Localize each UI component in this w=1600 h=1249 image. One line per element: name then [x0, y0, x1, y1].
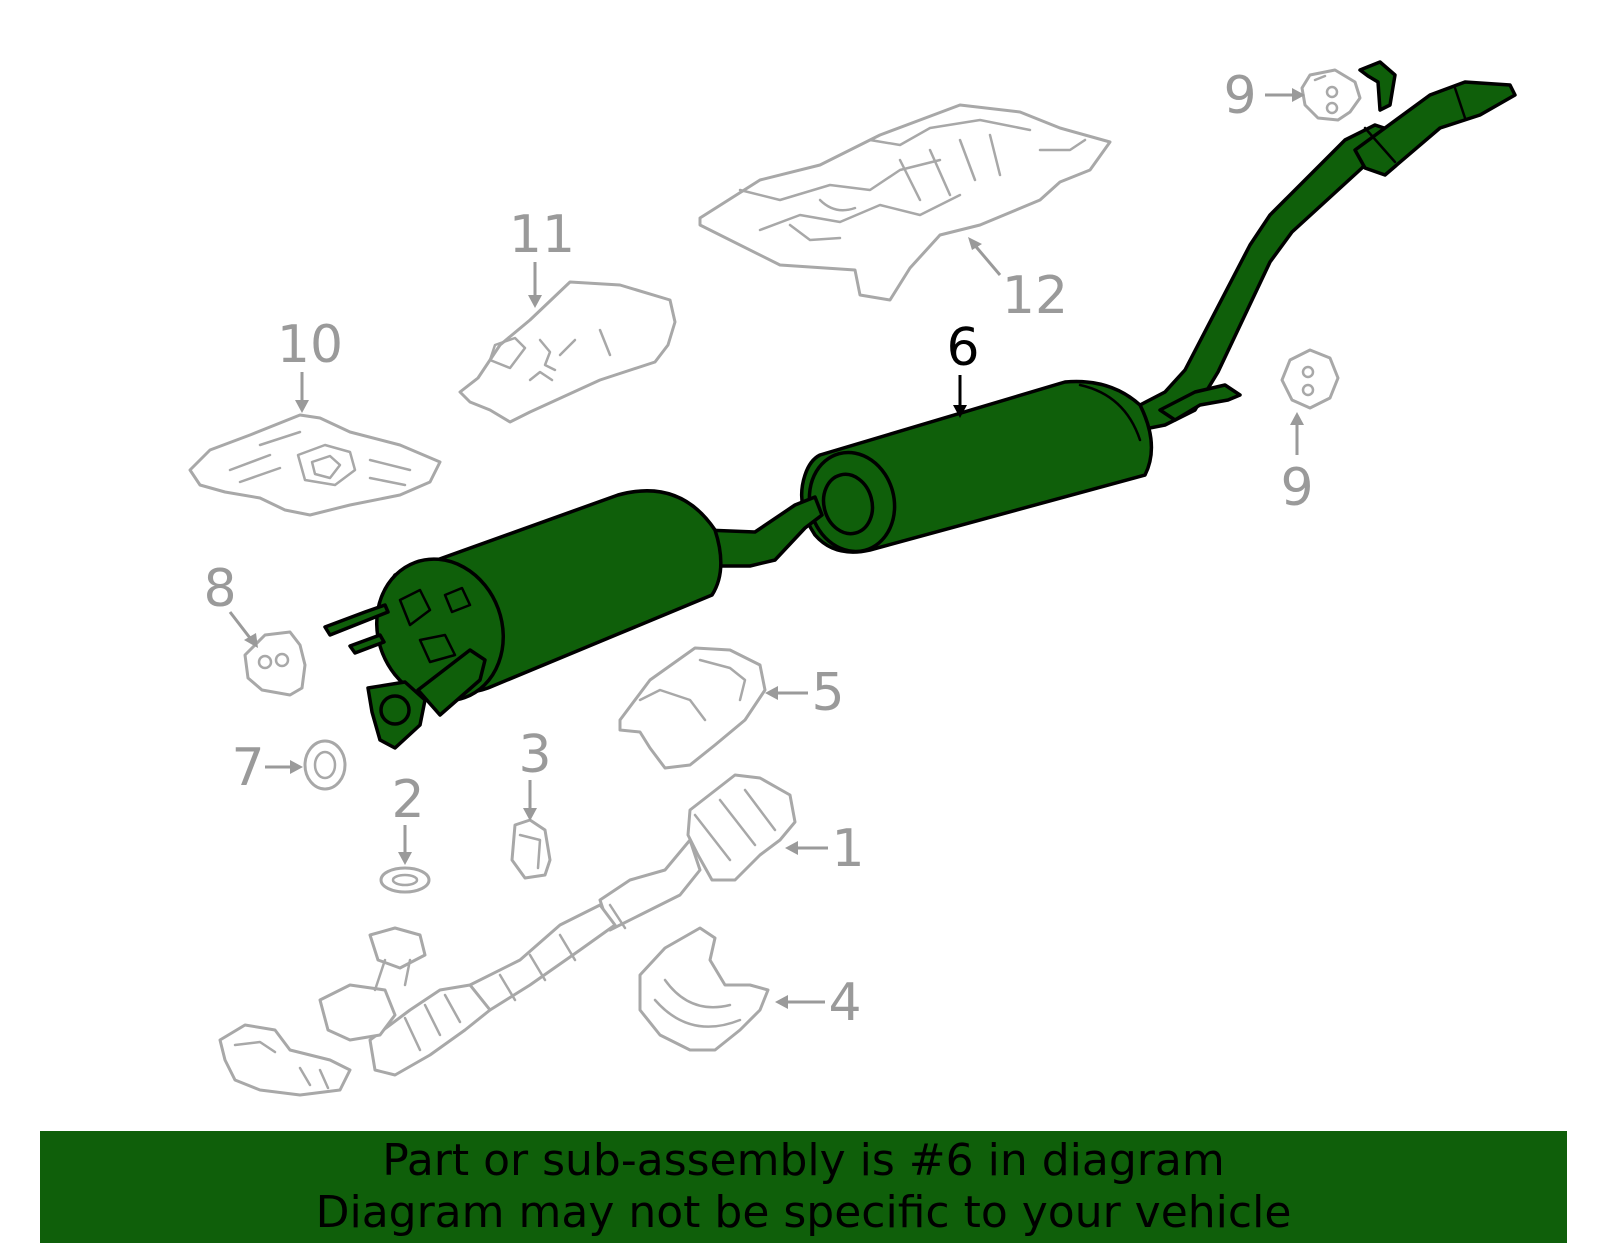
part-1-catalytic-converter-pipe	[218, 773, 797, 1097]
callout-label-4: 4	[828, 973, 861, 1033]
part-4-heat-shield	[638, 926, 770, 1052]
callout-label-12: 12	[1002, 266, 1068, 326]
callout-label-10: 10	[277, 315, 343, 375]
callout-label-9-top: 9	[1223, 66, 1256, 126]
part-8-gasket	[243, 630, 307, 697]
callout-label-6: 6	[946, 318, 979, 378]
callout-1: 1	[785, 819, 865, 879]
part-9-hanger-insulator-right	[1280, 348, 1340, 410]
callout-12: 12	[968, 237, 1068, 326]
part-10-heat-shield	[188, 413, 442, 517]
part-7-ring-gasket	[303, 739, 347, 791]
callout-label-1: 1	[831, 819, 864, 879]
exhaust-parts-diagram: 12 11 10 6 9 9 8 5 7	[188, 60, 1517, 1097]
banner-line-part-info: Part or sub-assembly is #6 in diagram	[382, 1135, 1225, 1186]
callout-label-9-right: 9	[1280, 458, 1313, 518]
callout-2: 2	[391, 770, 425, 865]
part-2-gasket	[379, 866, 431, 894]
callout-11: 11	[509, 205, 575, 308]
callout-label-8: 8	[203, 559, 236, 619]
callout-9-top: 9	[1223, 66, 1305, 126]
part-5-heat-shield	[618, 646, 767, 770]
callout-label-3: 3	[518, 725, 551, 785]
part-11-heat-shield	[458, 280, 677, 424]
part-6-exhaust-muffler-assembly	[323, 60, 1517, 750]
callout-label-7: 7	[231, 738, 264, 798]
callout-8: 8	[203, 559, 258, 648]
info-banner: Part or sub-assembly is #6 in diagram Di…	[40, 1131, 1567, 1243]
banner-line-disclaimer: Diagram may not be specific to your vehi…	[315, 1187, 1292, 1238]
callout-3: 3	[518, 725, 552, 821]
callout-4: 4	[775, 973, 862, 1033]
callout-label-5: 5	[811, 663, 844, 723]
callout-label-2: 2	[391, 770, 424, 830]
callout-7: 7	[231, 738, 303, 798]
callout-6: 6	[946, 318, 980, 418]
part-3-bracket	[510, 818, 552, 880]
part-12-heat-shield	[698, 103, 1112, 302]
part-9-hanger-insulator-top	[1300, 68, 1362, 122]
callout-10: 10	[277, 315, 343, 413]
callout-5: 5	[765, 663, 845, 723]
callout-9-right: 9	[1280, 412, 1314, 518]
callout-label-11: 11	[509, 205, 575, 265]
